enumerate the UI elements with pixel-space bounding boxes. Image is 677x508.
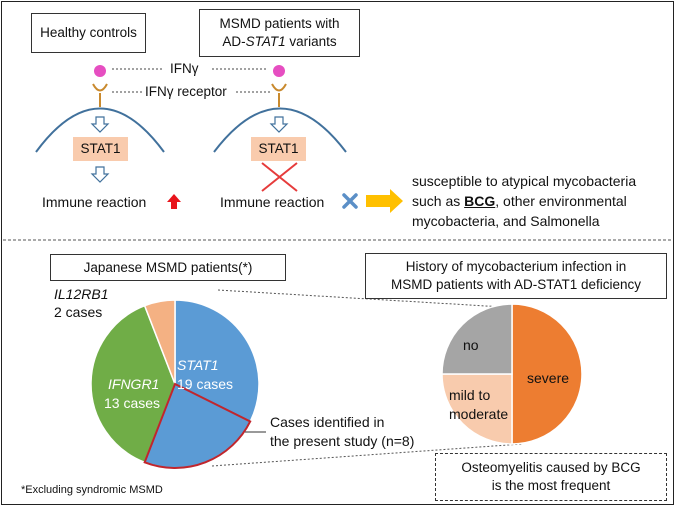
ifngr1-slice-count: 13 cases bbox=[104, 395, 161, 411]
down-arrow-1-icon bbox=[90, 116, 110, 133]
il12rb1-count: 2 cases bbox=[54, 304, 103, 320]
pie-slice-mild-to-moderate bbox=[441, 373, 513, 445]
cases-identified-line2: the present study (n=8) bbox=[270, 433, 415, 449]
history-title-line2: MSMD patients with AD-STAT1 deficiency bbox=[390, 277, 642, 292]
msmd-label-suffix: variants bbox=[285, 34, 337, 49]
stat1-right: STAT1 bbox=[251, 137, 306, 161]
zoom-line-top bbox=[217, 289, 521, 309]
susceptible-line3: mycobacteria, and Salmonella bbox=[412, 213, 600, 229]
pie-slice-ifngr1 bbox=[90, 304, 176, 464]
yellow-arrow-icon bbox=[366, 189, 403, 213]
stat1-left: STAT1 bbox=[73, 137, 128, 161]
footnote: *Excluding syndromic MSMD bbox=[21, 484, 163, 496]
healthy-controls-box: Healthy controls bbox=[31, 13, 146, 53]
japanese-msmd-title: Japanese MSMD patients(*) bbox=[83, 259, 253, 275]
ifng-dot-right bbox=[273, 65, 285, 77]
pie-slice-severe bbox=[511, 303, 583, 445]
msmd-label-gene: STAT1 bbox=[245, 34, 286, 49]
osteo-line1: Osteomyelitis caused by BCG bbox=[461, 460, 641, 475]
down-arrow-2-icon bbox=[90, 166, 110, 183]
healthy-controls-label: Healthy controls bbox=[40, 25, 137, 40]
osteo-line2: is the most frequent bbox=[491, 478, 611, 493]
bcg-label: BCG bbox=[464, 193, 496, 209]
pie-slice-no bbox=[441, 303, 513, 375]
ifngr1-slice-label: IFNGR1 bbox=[108, 376, 160, 392]
il12rb1-label: IL12RB1 bbox=[54, 286, 109, 302]
receptor-label: IFNγ receptor bbox=[145, 84, 227, 99]
stat1-slice-label: STAT1 bbox=[177, 357, 219, 373]
cross-icon bbox=[342, 193, 358, 209]
down-arrow-3-icon bbox=[269, 116, 289, 133]
susceptible-line1: susceptible to atypical mycobacteria bbox=[412, 173, 637, 189]
ifng-dot-left bbox=[94, 65, 106, 77]
msmd-label-line2: AD-STAT1 variants bbox=[222, 33, 336, 51]
susceptible-line2: such as BCG, other environmental bbox=[412, 192, 627, 210]
mild-slice-label: mild to moderate bbox=[449, 387, 509, 422]
history-title-line1: History of mycobacterium infection in bbox=[405, 259, 627, 274]
receptor-right-icon bbox=[271, 83, 287, 107]
japanese-msmd-title-box: Japanese MSMD patients(*) bbox=[50, 254, 286, 281]
highlight-present-study-cases bbox=[143, 382, 252, 469]
susceptible-prefix: such as bbox=[412, 193, 465, 209]
immune-reaction-right: Immune reaction bbox=[220, 194, 325, 210]
history-title-box: History of mycobacterium infection in MS… bbox=[365, 253, 667, 299]
immune-reaction-left: Immune reaction bbox=[42, 194, 147, 210]
cell-membrane-left bbox=[35, 107, 165, 153]
susceptible-suffix: , other environmental bbox=[495, 193, 627, 209]
up-arrow-icon bbox=[167, 194, 181, 209]
osteomyelitis-box: Osteomyelitis caused by BCG is the most … bbox=[435, 453, 667, 501]
msmd-patients-box: MSMD patients with AD-STAT1 variants bbox=[199, 9, 360, 57]
pie-slice-il12rb1 bbox=[143, 299, 176, 385]
ifng-label: IFNγ bbox=[170, 61, 199, 76]
severe-slice-label: severe bbox=[527, 370, 570, 386]
msmd-label-line1: MSMD patients with bbox=[219, 16, 340, 31]
receptor-left-icon bbox=[92, 83, 108, 107]
msmd-label-prefix: AD- bbox=[222, 34, 246, 49]
no-slice-label: no bbox=[463, 337, 479, 353]
cell-membrane-right bbox=[213, 107, 347, 153]
stat1-slice-count: 19 cases bbox=[177, 376, 234, 392]
cases-identified-line1: Cases identified in bbox=[270, 414, 385, 430]
